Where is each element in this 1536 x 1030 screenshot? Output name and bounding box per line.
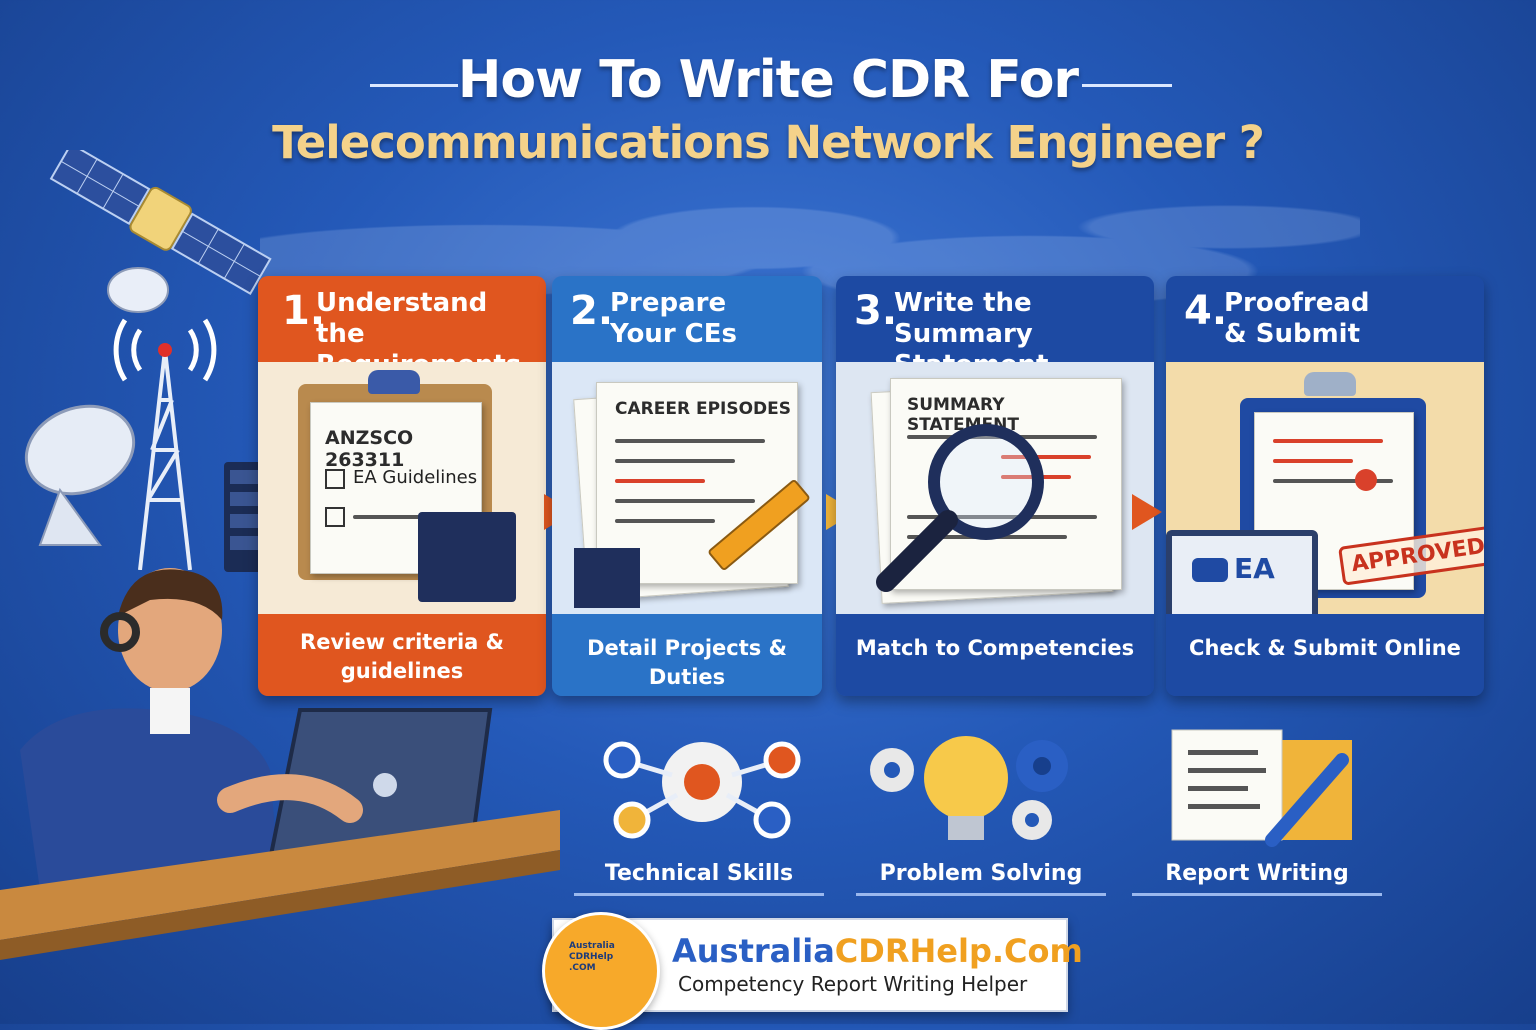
skill-underline	[574, 893, 824, 896]
step-footer-line-1: Match to Competencies	[855, 636, 1135, 660]
step-footer: Match to Competencies	[836, 614, 1154, 696]
skill-problem-solving: Problem Solving	[856, 720, 1106, 900]
server-icon	[418, 512, 516, 602]
arrow-right-icon	[1132, 494, 1162, 530]
engineer-illustration	[0, 568, 560, 960]
checklist-item: EA Guidelines	[353, 467, 478, 488]
step-card-proofread-submit: 4. Proofread & Submit APPROVED EA Check …	[1166, 276, 1484, 696]
text-line	[353, 515, 463, 519]
step-footer-line-1: Detail Projects & Duties	[587, 636, 787, 689]
page-title: How To Write CDR For	[457, 50, 1079, 110]
telecom-illustration	[24, 150, 272, 570]
step-title-line-1: Prepare	[610, 288, 727, 318]
text-line	[615, 499, 755, 503]
title-rule-right	[1082, 84, 1172, 87]
step-card-prepare-ces: 2. Prepare Your CEs CAREER EPISODES Deta…	[552, 276, 822, 696]
skill-label: Technical Skills	[604, 861, 794, 886]
document-title: ANZSCO 263311	[325, 427, 414, 471]
ea-logo-icon	[1192, 558, 1228, 582]
text-line	[615, 519, 715, 523]
step-footer-line-1: Check & Submit Online	[1189, 636, 1461, 660]
error-mark-icon	[1355, 469, 1377, 491]
document-title: CAREER EPISODES	[615, 399, 792, 419]
step-header: 2. Prepare Your CEs	[552, 276, 822, 362]
step-card-summary-statement: 3. Write the Summary Statement SUMMARY S…	[836, 276, 1154, 696]
step-footer: Detail Projects & Duties	[552, 614, 822, 696]
text-line	[1273, 459, 1353, 463]
step-number: 4.	[1184, 288, 1228, 334]
checkbox-icon	[325, 469, 345, 489]
step-illustration: SUMMARY STATEMENT	[836, 362, 1154, 614]
brand-banner: Australia CDRHelp .COM AustraliaCDRHelp.…	[542, 912, 1083, 1030]
text-line	[615, 439, 765, 443]
lightbulb-gears-icon	[870, 736, 1068, 840]
skill-underline	[856, 893, 1106, 896]
skill-report-writing: Report Writing	[1132, 720, 1382, 900]
text-line	[615, 479, 705, 483]
step-footer: Check & Submit Online	[1166, 614, 1484, 696]
step-card-understand-requirements: 1. Understand the Requirements ANZSCO 26…	[258, 276, 546, 696]
text-line	[615, 459, 735, 463]
satellite-dish-icon	[24, 404, 136, 546]
laptop-icon: EA	[1166, 530, 1318, 626]
page-subtitle: Telecommunications Network Engineer ?	[272, 116, 1265, 169]
brand-name-part-2: CDRHelp.Com	[834, 932, 1083, 970]
step-title: Proofread & Submit	[1224, 288, 1370, 350]
text-line	[1001, 455, 1091, 459]
checklist-paper: ANZSCO 263311 EA Guidelines	[310, 402, 482, 574]
document-title: SUMMARY STATEMENT	[907, 395, 1019, 435]
step-footer-line-1: Review criteria &	[300, 630, 504, 654]
step-illustration: APPROVED EA	[1166, 362, 1484, 626]
title-block: How To Write CDR For	[0, 50, 1536, 110]
step-header: 4. Proofread & Submit	[1166, 276, 1484, 362]
satellite-dish-small-icon	[107, 267, 169, 313]
step-header: 1. Understand the Requirements	[258, 276, 546, 380]
step-title-line-1: Understand	[316, 288, 488, 318]
step-title-line-2: & Submit	[1224, 319, 1361, 349]
skill-technical: Technical Skills	[574, 720, 824, 900]
gear-network-icon	[603, 741, 801, 839]
step-title-line-2: Your CEs	[610, 319, 738, 349]
text-line	[907, 515, 1097, 519]
step-footer: Review criteria & guidelines	[258, 614, 546, 696]
skill-label: Problem Solving	[879, 861, 1083, 886]
brand-logo-icon: Australia CDRHelp .COM	[542, 912, 660, 1030]
satellite-icon	[49, 150, 272, 296]
skill-underline	[1132, 893, 1382, 896]
step-title-line-1: Proofread	[1224, 288, 1370, 318]
brand-tagline: Competency Report Writing Helper	[678, 972, 1028, 996]
brand-name-part-1: Australia	[672, 932, 835, 970]
step-header: 3. Write the Summary Statement	[836, 276, 1154, 380]
clipboard-clip-icon	[1304, 372, 1356, 396]
laptop-label: EA	[1234, 552, 1275, 585]
clipboard-clip-icon	[368, 370, 420, 394]
step-illustration: ANZSCO 263311 EA Guidelines	[258, 362, 546, 614]
headset-icon	[100, 612, 140, 652]
step-illustration: CAREER EPISODES	[552, 362, 822, 614]
step-footer-line-2: guidelines	[340, 659, 464, 683]
engineer-person-icon	[20, 568, 280, 890]
step-number: 1.	[282, 288, 326, 334]
text-line	[1273, 439, 1383, 443]
text-line	[1273, 479, 1393, 483]
radio-tower-icon	[113, 318, 217, 570]
step-title: Prepare Your CEs	[610, 288, 737, 350]
title-rule-left	[370, 84, 458, 87]
skill-label: Report Writing	[1165, 861, 1349, 886]
brand-name: AustraliaCDRHelp.Com	[672, 932, 1083, 970]
magnifying-glass-icon	[876, 424, 1044, 592]
step-number: 2.	[570, 288, 614, 334]
step-title-line-1: Write the	[894, 288, 1032, 318]
desk-icon	[0, 810, 560, 960]
server-icon	[574, 548, 640, 608]
logo-text: Australia CDRHelp .COM	[569, 941, 615, 973]
checkbox-icon	[325, 507, 345, 527]
step-number: 3.	[854, 288, 898, 334]
document-pen-icon	[1171, 729, 1352, 847]
